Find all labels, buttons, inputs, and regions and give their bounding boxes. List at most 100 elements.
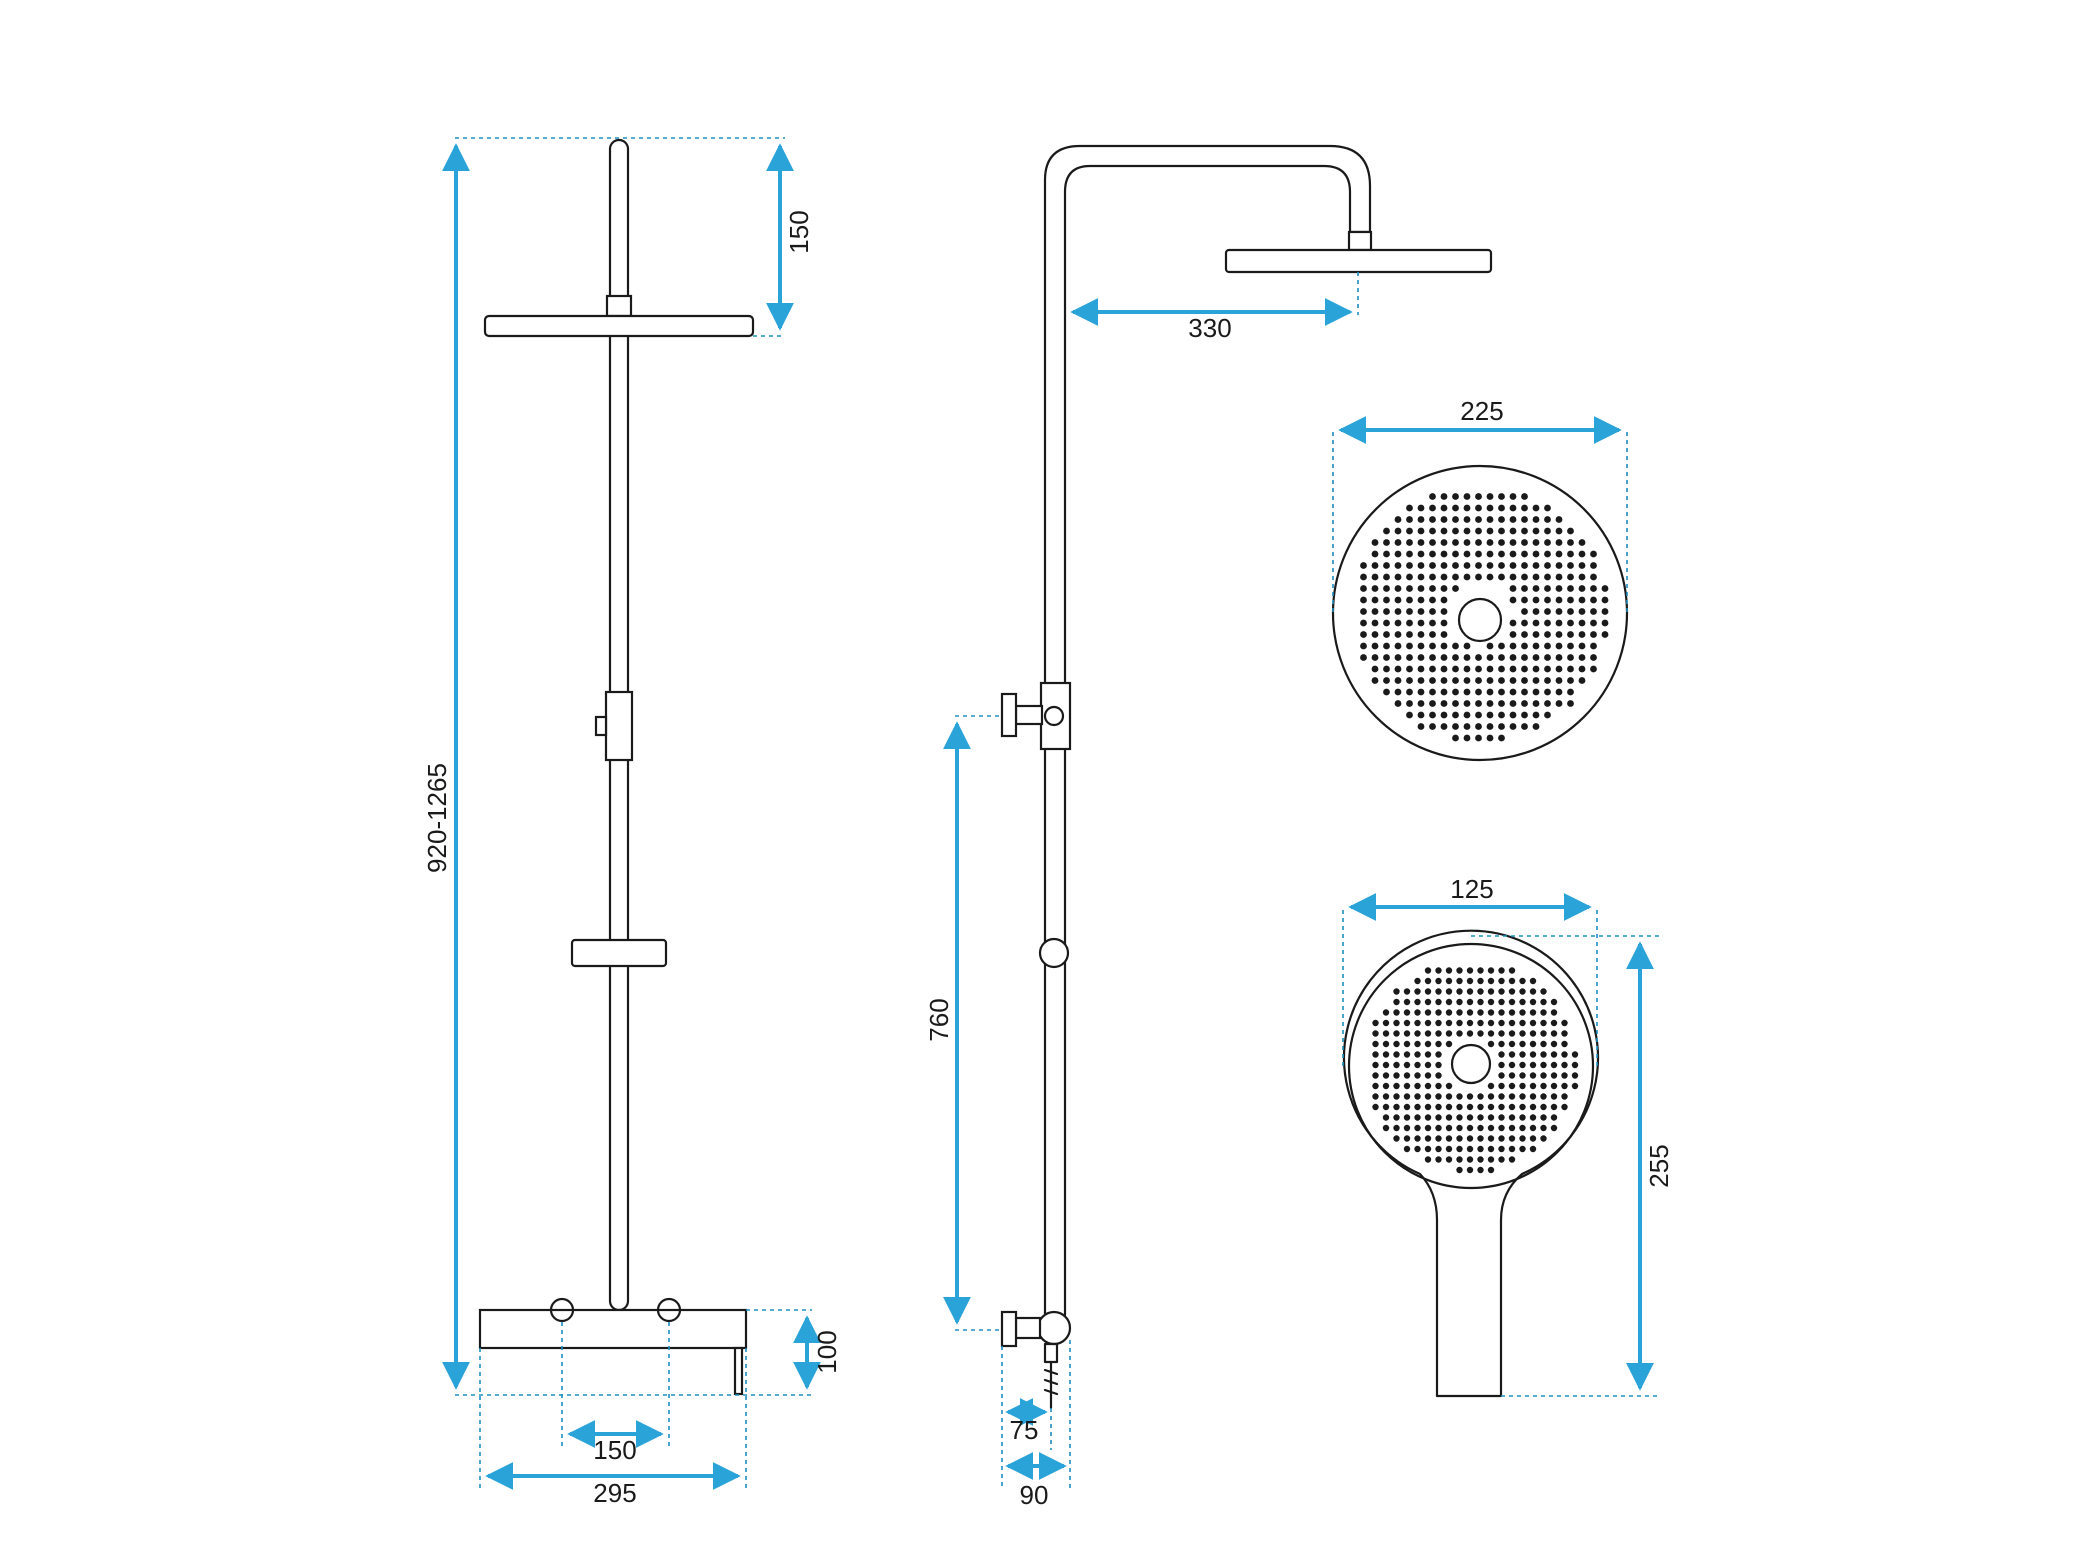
nozzle-hole xyxy=(1509,654,1517,661)
dim-label-total-height: 920-1265 xyxy=(422,763,452,873)
nozzle-hole xyxy=(1509,493,1517,500)
nozzle-hole xyxy=(1429,723,1436,730)
nozzle-hole xyxy=(1466,1114,1474,1121)
nozzle-hole xyxy=(1440,527,1448,535)
nozzle-hole xyxy=(1424,1156,1432,1163)
nozzle-hole xyxy=(1529,1082,1537,1090)
nozzle-hole xyxy=(1456,1156,1463,1163)
nozzle-hole xyxy=(1498,998,1505,1006)
front-mixer-lever xyxy=(733,1346,744,1396)
nozzle-hole xyxy=(1529,1051,1537,1058)
nozzle-hole xyxy=(1508,1135,1516,1142)
nozzle-hole xyxy=(1521,550,1528,558)
nozzle-hole xyxy=(1429,677,1436,684)
nozzle-hole xyxy=(1463,677,1471,684)
nozzle-hole xyxy=(1555,573,1563,581)
nozzle-hole xyxy=(1466,988,1474,995)
nozzle-hole xyxy=(1445,1019,1453,1027)
nozzle-hole xyxy=(1555,642,1563,650)
nozzle-hole xyxy=(1383,688,1390,696)
nozzle-hole xyxy=(1445,1156,1453,1163)
nozzle-hole xyxy=(1540,1135,1547,1142)
nozzle-hole xyxy=(1521,688,1528,696)
nozzle-hole xyxy=(1509,516,1517,523)
nozzle-hole xyxy=(1424,1009,1432,1016)
nozzle-hole xyxy=(1532,585,1540,592)
nozzle-hole xyxy=(1445,1103,1453,1111)
nozzle-hole xyxy=(1529,1019,1537,1027)
nozzle-hole xyxy=(1406,631,1413,638)
nozzle-hole xyxy=(1486,723,1494,730)
nozzle-hole xyxy=(1555,688,1563,696)
nozzle-hole xyxy=(1532,711,1540,719)
nozzle-hole xyxy=(1529,1124,1537,1132)
overhead-head-top-view xyxy=(1331,464,1629,762)
front-head-connector xyxy=(605,294,633,318)
nozzle-hole xyxy=(1414,1051,1421,1058)
nozzle-hole xyxy=(1521,619,1528,627)
nozzle-hole xyxy=(1424,1124,1432,1132)
nozzle-hole xyxy=(1452,665,1459,673)
nozzle-hole xyxy=(1521,539,1528,546)
nozzle-hole xyxy=(1456,1030,1463,1037)
nozzle-hole xyxy=(1486,688,1494,696)
nozzle-hole xyxy=(1371,677,1379,684)
nozzle-hole xyxy=(1372,1051,1379,1058)
nozzle-hole xyxy=(1429,596,1436,604)
nozzle-hole xyxy=(1466,998,1474,1006)
nozzle-hole xyxy=(1521,516,1528,523)
nozzle-hole xyxy=(1508,1019,1516,1027)
nozzle-hole xyxy=(1360,573,1367,581)
nozzle-hole xyxy=(1475,700,1482,707)
nozzle-hole xyxy=(1456,1009,1463,1016)
front-mixer-inlet-left xyxy=(549,1297,575,1323)
nozzle-hole xyxy=(1383,608,1390,615)
nozzle-hole xyxy=(1555,527,1563,535)
nozzle-hole xyxy=(1487,1124,1495,1132)
nozzle-hole xyxy=(1498,1009,1505,1016)
nozzle-hole xyxy=(1371,596,1379,604)
nozzle-hole xyxy=(1371,654,1379,661)
nozzle-hole xyxy=(1498,642,1505,650)
nozzle-hole xyxy=(1540,1051,1547,1058)
nozzle-hole xyxy=(1440,573,1448,581)
nozzle-hole xyxy=(1521,631,1528,638)
nozzle-hole xyxy=(1601,631,1609,638)
nozzle-hole xyxy=(1393,998,1400,1006)
nozzle-hole xyxy=(1383,562,1390,569)
nozzle-hole xyxy=(1529,1135,1537,1142)
nozzle-hole xyxy=(1394,608,1402,615)
nozzle-hole xyxy=(1475,504,1482,512)
nozzle-hole xyxy=(1403,1093,1411,1100)
nozzle-hole xyxy=(1414,1009,1421,1016)
nozzle-hole xyxy=(1452,493,1459,500)
nozzle-hole xyxy=(1519,1114,1526,1121)
nozzle-hole xyxy=(1508,967,1516,974)
nozzle-hole xyxy=(1403,998,1411,1006)
nozzle-hole xyxy=(1382,1030,1390,1037)
nozzle-hole xyxy=(1452,539,1459,546)
nozzle-hole xyxy=(1406,527,1413,535)
nozzle-hole xyxy=(1371,631,1379,638)
nozzle-hole xyxy=(1424,1061,1432,1069)
nozzle-hole xyxy=(1429,504,1436,512)
nozzle-hole xyxy=(1498,654,1505,661)
nozzle-hole xyxy=(1435,1124,1442,1132)
nozzle-hole xyxy=(1445,1009,1453,1016)
dim-label-valve-to-holder: 760 xyxy=(924,998,954,1041)
nozzle-hole xyxy=(1424,1093,1432,1100)
nozzle-hole xyxy=(1440,550,1448,558)
nozzle-hole xyxy=(1414,1072,1421,1079)
nozzle-hole xyxy=(1463,665,1471,673)
nozzle-hole xyxy=(1477,1093,1484,1100)
nozzle-hole xyxy=(1475,573,1482,581)
nozzle-hole xyxy=(1508,977,1516,985)
nozzle-hole xyxy=(1508,1030,1516,1037)
nozzle-hole xyxy=(1521,700,1528,707)
nozzle-hole xyxy=(1382,1051,1390,1058)
nozzle-hole xyxy=(1394,688,1402,696)
nozzle-hole xyxy=(1567,608,1574,615)
nozzle-hole xyxy=(1544,619,1551,627)
nozzle-hole xyxy=(1544,539,1551,546)
nozzle-hole xyxy=(1508,1072,1516,1079)
